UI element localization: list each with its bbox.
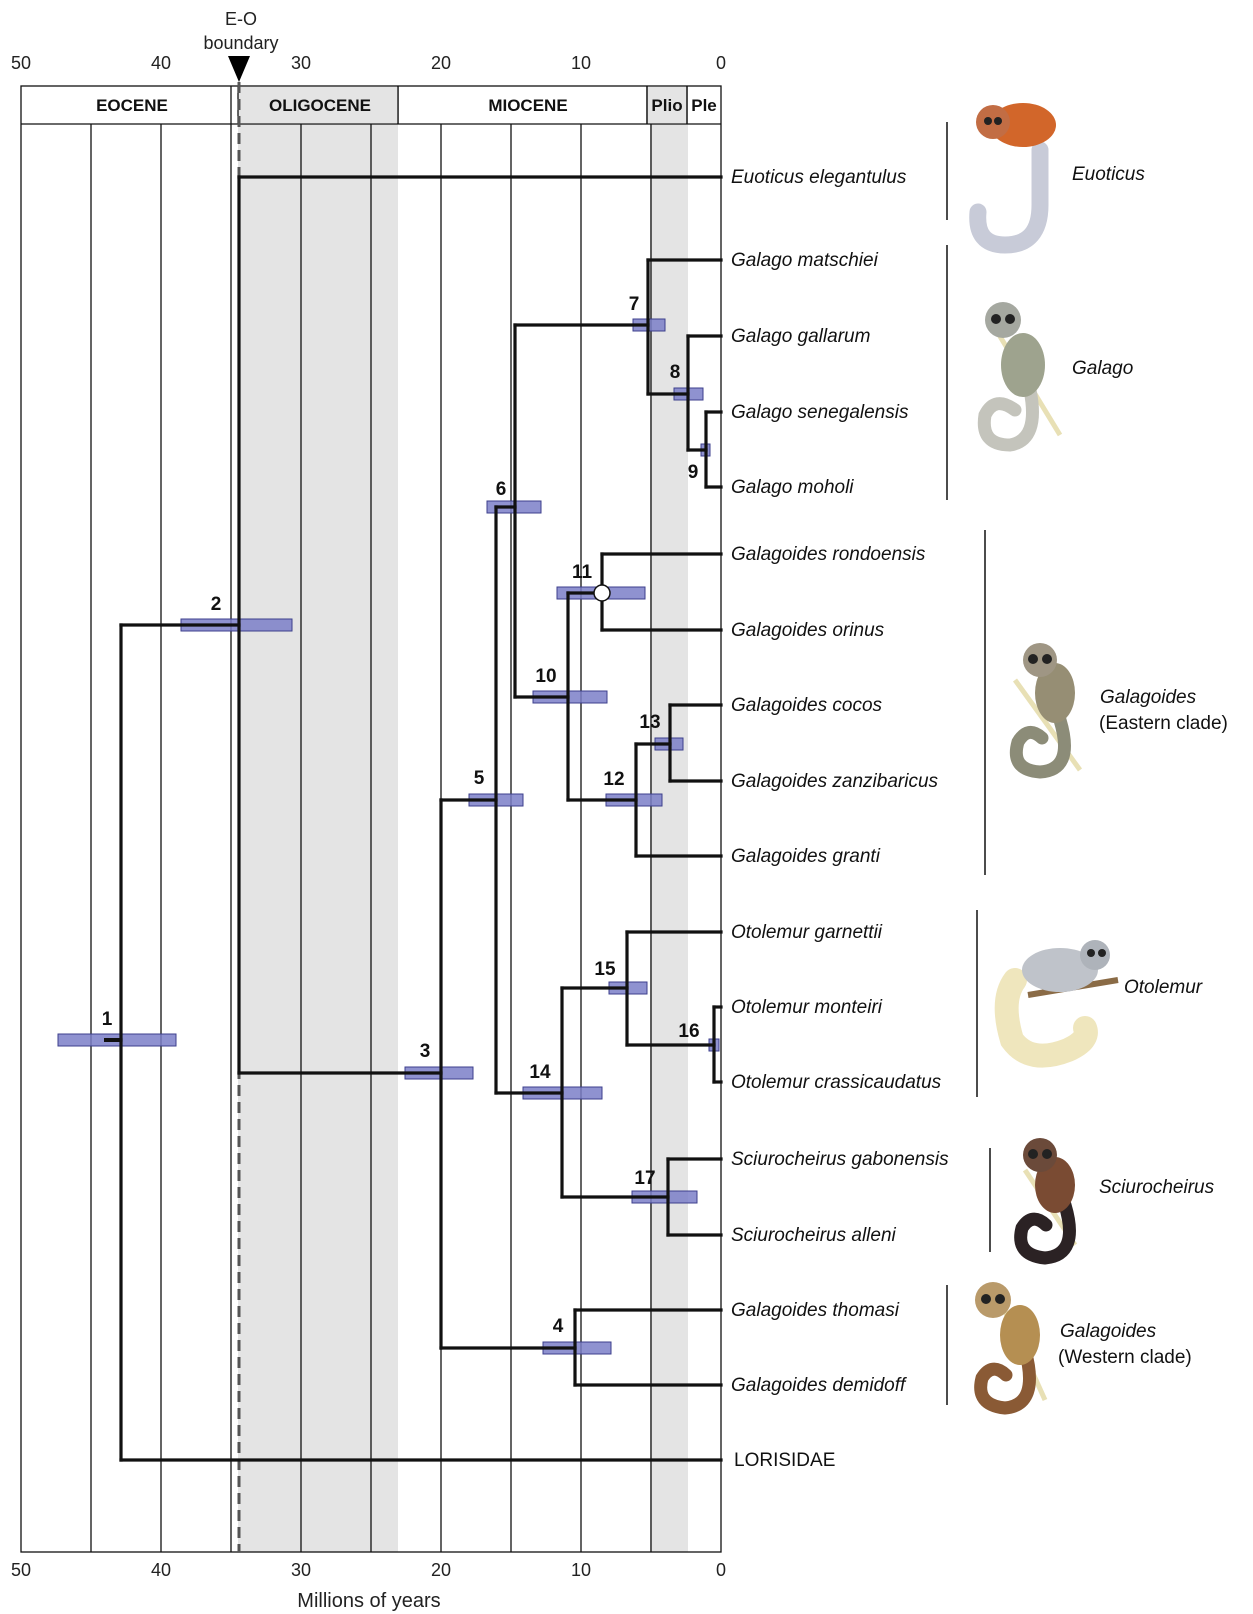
tick-bottom-0: 0 [716, 1560, 726, 1580]
tree-branches [121, 177, 721, 1460]
axis-title: Millions of years [297, 1590, 440, 1612]
node-label-1: 1 [102, 1009, 113, 1030]
bottom-axis: 50 40 30 20 10 0 [11, 1560, 726, 1580]
taxon-label: Galagoides zanzibaricus [731, 771, 939, 792]
taxon-label: Galago moholi [731, 477, 854, 498]
otolemur-illustration [1007, 940, 1118, 1056]
node-label-14: 14 [529, 1062, 551, 1083]
tick-top-50: 50 [11, 53, 31, 73]
node-label-11: 11 [572, 562, 593, 583]
taxon-label: Otolemur garnettii [731, 922, 883, 943]
tick-top-20: 20 [431, 53, 451, 73]
tick-top-30: 30 [291, 53, 311, 73]
top-axis: 50 40 30 20 10 0 [11, 53, 726, 73]
tick-bottom-50: 50 [11, 1560, 31, 1580]
taxon-label: Galagoides granti [731, 846, 881, 867]
node-label-5: 5 [474, 768, 485, 789]
epoch-eocene: EOCENE [96, 96, 168, 115]
pliocene-shade [650, 124, 688, 1552]
node-label-9: 9 [688, 462, 699, 483]
galagoides-western-illustration [975, 1282, 1045, 1408]
sciurocheirus-illustration [1021, 1138, 1075, 1258]
node-11-calibration-icon [594, 585, 610, 601]
group-label-galagoides-eastern: Galagoides [1100, 687, 1197, 708]
tick-bottom-40: 40 [151, 1560, 171, 1580]
taxon-label: Sciurocheirus gabonensis [731, 1149, 949, 1170]
taxon-label: Galagoides rondoensis [731, 544, 926, 565]
node-label-7: 7 [629, 294, 640, 315]
group-sublabel-eastern-clade: (Eastern clade) [1099, 713, 1228, 734]
boundary-arrow-icon [228, 56, 250, 82]
oligocene-shade [238, 124, 398, 1552]
taxon-label: Galagoides cocos [731, 695, 883, 716]
taxon-label: Sciurocheirus alleni [731, 1225, 897, 1246]
tick-bottom-20: 20 [431, 1560, 451, 1580]
taxon-label: Galago gallarum [731, 326, 870, 347]
tick-top-0: 0 [716, 53, 726, 73]
taxon-label: Euoticus elegantulus [731, 167, 907, 188]
taxon-label: Galago matschiei [731, 250, 879, 271]
taxon-label: Otolemur crassicaudatus [731, 1072, 942, 1093]
taxon-labels: Euoticus elegantulus Galago matschiei Ga… [731, 167, 949, 1396]
tick-bottom-10: 10 [571, 1560, 591, 1580]
taxon-label: Galago senegalensis [731, 402, 909, 423]
galagoides-eastern-illustration [1015, 643, 1080, 772]
node-label-17: 17 [634, 1168, 655, 1189]
group-label-galagoides-western: Galagoides [1060, 1321, 1157, 1342]
boundary-label-line1: E-O [225, 9, 257, 29]
node-labels: 1 2 3 4 5 6 7 8 9 10 11 12 13 14 15 16 1… [102, 294, 700, 1337]
node-label-3: 3 [420, 1041, 431, 1062]
epoch-pleistocene: Ple [691, 96, 717, 115]
node-label-10: 10 [535, 666, 556, 687]
node-label-6: 6 [496, 479, 507, 500]
taxon-label: Otolemur monteiri [731, 997, 883, 1018]
epoch-oligocene: OLIGOCENE [269, 96, 371, 115]
group-label-euoticus: Euoticus [1072, 164, 1145, 185]
node-label-13: 13 [639, 712, 660, 733]
euoticus-illustration [976, 103, 1056, 245]
taxon-label: Galagoides demidoff [731, 1375, 907, 1396]
node-label-16: 16 [678, 1021, 699, 1042]
node-label-4: 4 [553, 1316, 564, 1337]
tick-top-40: 40 [151, 53, 171, 73]
taxon-label: Galagoides thomasi [731, 1300, 900, 1321]
outgroup-label: LORISIDAE [734, 1450, 835, 1471]
epoch-pliocene: Plio [651, 96, 682, 115]
tick-top-10: 10 [571, 53, 591, 73]
tick-bottom-30: 30 [291, 1560, 311, 1580]
group-labels: Euoticus Galago Galagoides Otolemur Sciu… [1060, 164, 1215, 1342]
taxon-label: Galagoides orinus [731, 620, 885, 641]
group-label-otolemur: Otolemur [1124, 977, 1203, 998]
grid [21, 86, 721, 1552]
node-label-15: 15 [594, 959, 616, 980]
node-label-8: 8 [670, 362, 681, 383]
group-label-galago: Galago [1072, 358, 1133, 379]
group-sublabel-western-clade: (Western clade) [1058, 1347, 1192, 1368]
galago-illustration [984, 302, 1060, 445]
epoch-miocene: MIOCENE [488, 96, 567, 115]
node-label-12: 12 [603, 769, 624, 790]
node-label-2: 2 [211, 594, 222, 615]
group-label-sciurocheirus: Sciurocheirus [1099, 1177, 1215, 1198]
boundary-label-line2: boundary [203, 33, 278, 53]
clade-brackets [947, 122, 990, 1405]
